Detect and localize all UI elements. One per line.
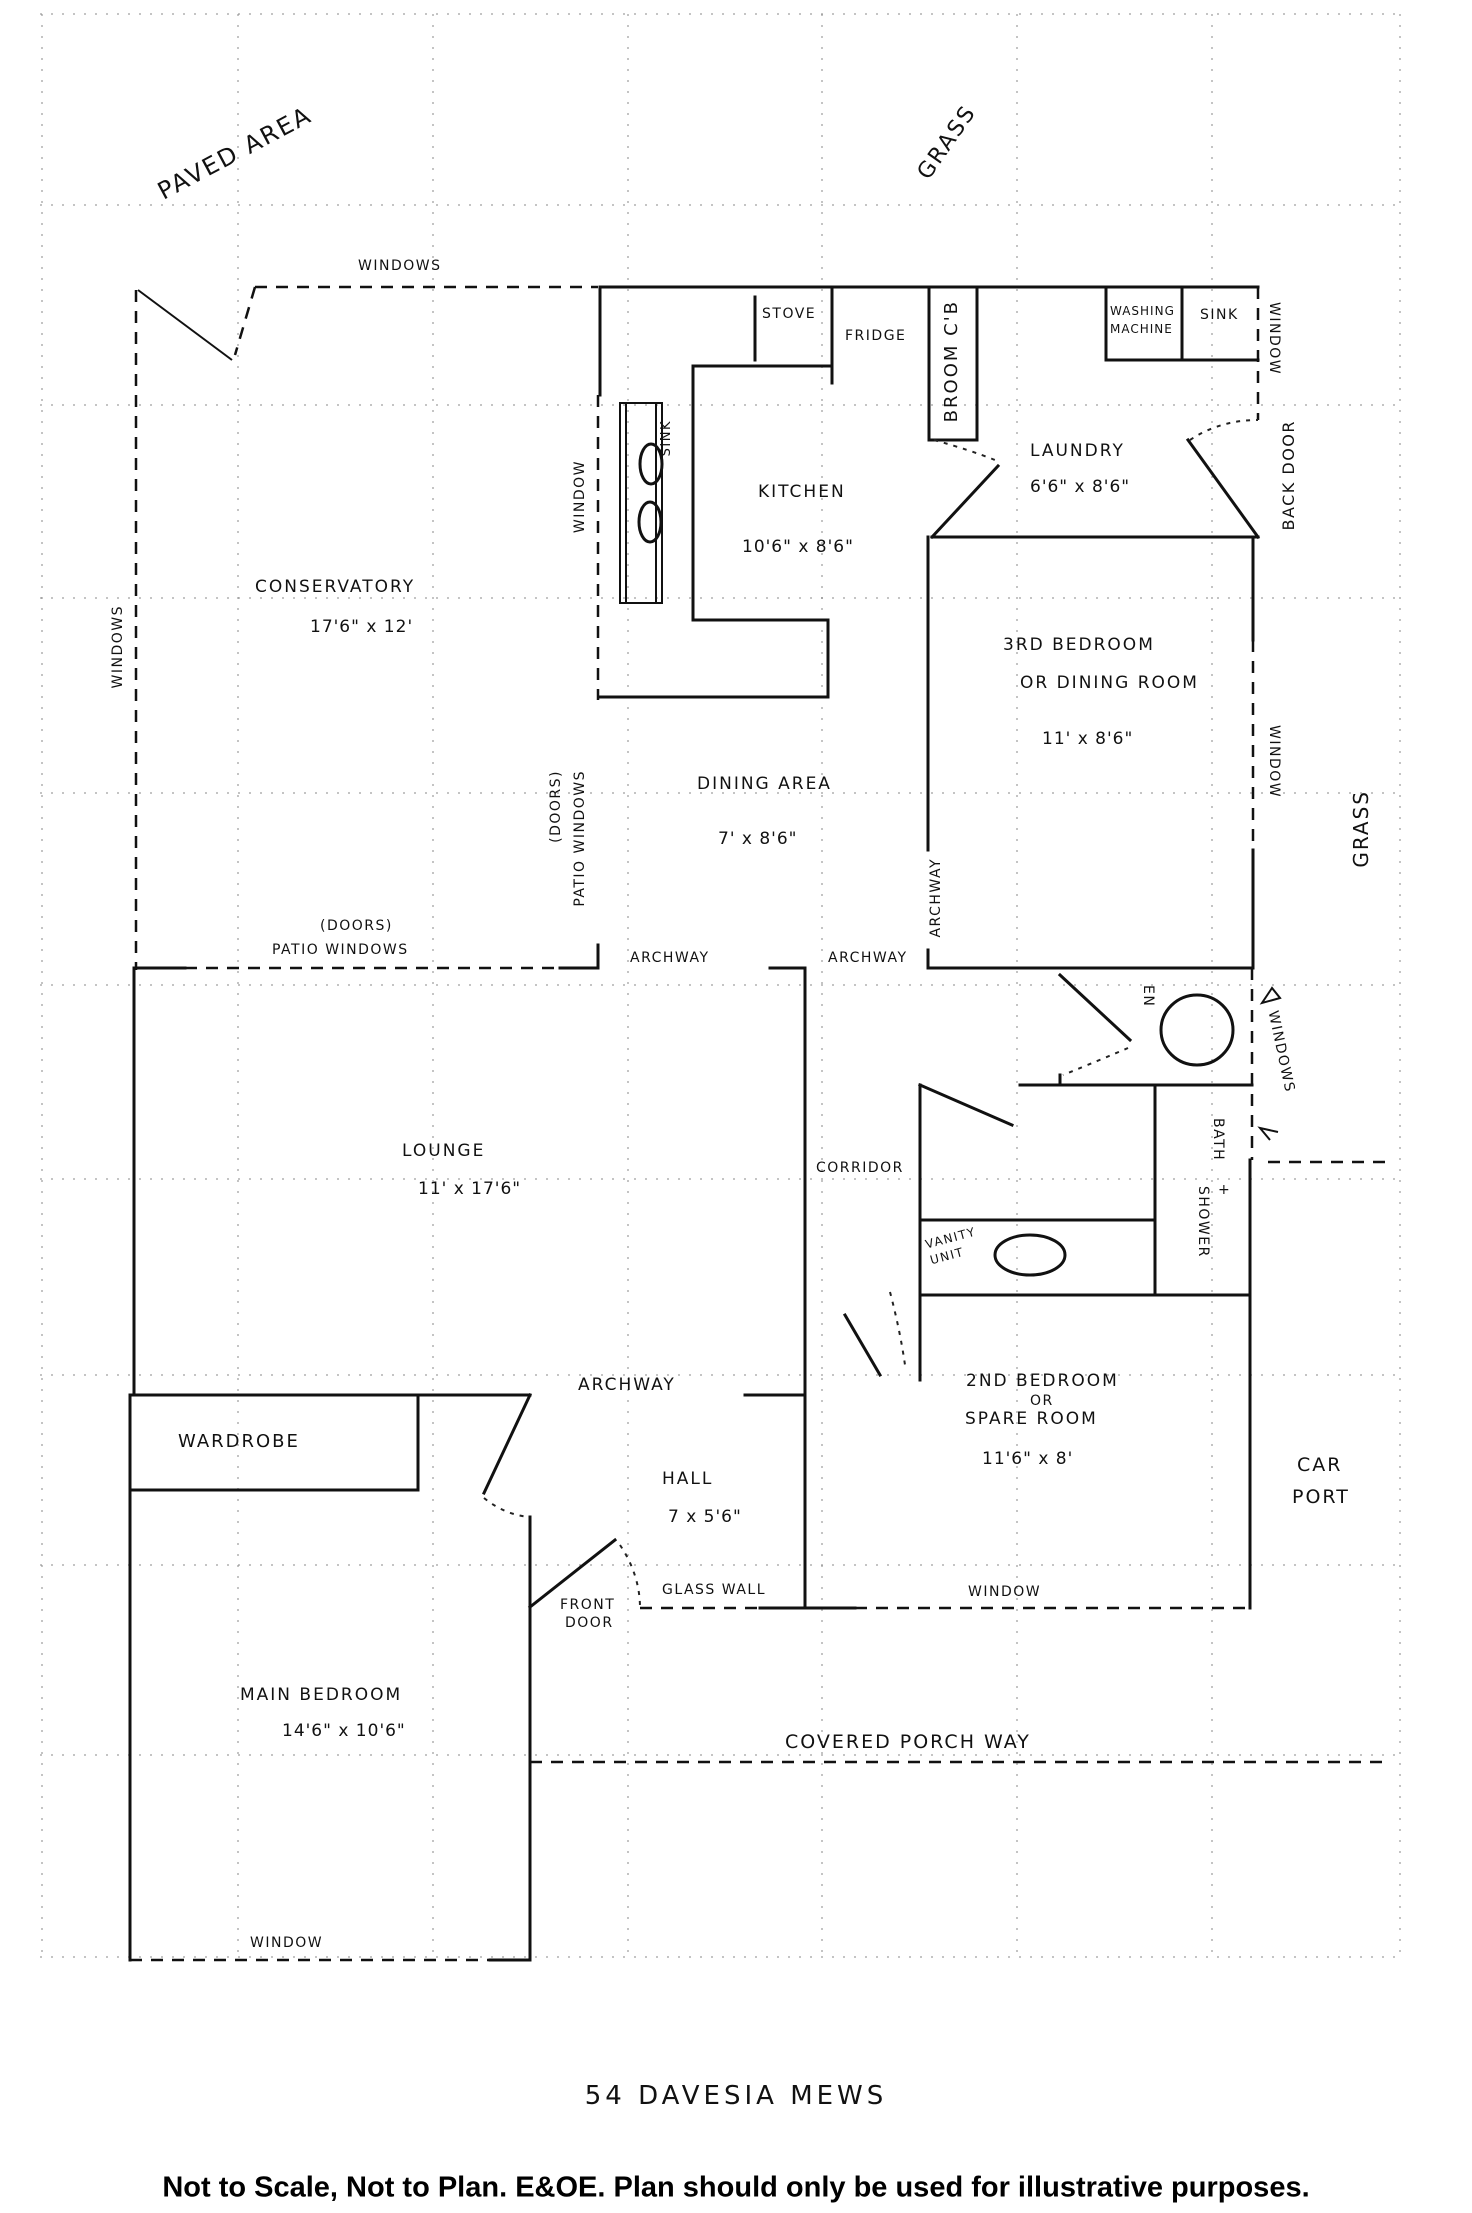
bedroom2-size: 11'6" x 8' (982, 1449, 1074, 1469)
conservatory-outline (132, 285, 598, 1397)
patio-windows-line (132, 943, 807, 1382)
main-bedroom-size: 14'6" x 10'6" (282, 1721, 406, 1741)
archway-dining-label: ARCHWAY (630, 950, 710, 966)
laundry-size: 6'6" x 8'6" (1030, 477, 1131, 497)
glass-wall-label: GLASS WALL (662, 1582, 767, 1598)
windows-top-label: WINDOWS (358, 258, 442, 274)
fridge-label: FRIDGE (845, 328, 907, 344)
kitchen-name: KITCHEN (758, 482, 846, 502)
shower-label: SHOWER (1195, 1186, 1212, 1258)
archway-bedroom3-label: ARCHWAY (928, 858, 944, 938)
laundry-name: LAUNDRY (1030, 441, 1125, 461)
archway-dining-2-label: ARCHWAY (828, 950, 908, 966)
broom-cupboard-label: BROOM C'B (941, 300, 962, 423)
hall-name: HALL (662, 1469, 714, 1489)
main-bedroom-window-label: WINDOW (250, 1935, 324, 1951)
disclaimer-text: Not to Scale, Not to Plan. E&OE. Plan sh… (162, 2171, 1310, 2204)
patio-windows-vertical-label: PATIO WINDOWS (572, 770, 588, 907)
hall-size: 7 x 5'6" (668, 1507, 742, 1527)
conservatory-name: CONSERVATORY (255, 577, 416, 597)
front-door-label-1: FRONT (560, 1597, 616, 1613)
covered-porch-label: COVERED PORCH WAY (785, 1731, 1031, 1753)
background-grid (40, 13, 1401, 1958)
bedroom3-window-label: WINDOW (1266, 725, 1283, 799)
stove-label: STOVE (762, 306, 817, 322)
dining-area-size: 7' x 8'6" (718, 829, 798, 849)
windows-left-label: WINDOWS (110, 605, 126, 689)
back-door-label: BACK DOOR (1279, 420, 1298, 531)
kitchen-walls (596, 285, 1261, 700)
patio-windows-label: PATIO WINDOWS (272, 942, 409, 958)
dining-area-name: DINING AREA (697, 774, 832, 794)
kitchen-window-label: WINDOW (572, 460, 588, 534)
bedroom3-name: 3RD BEDROOM (1003, 635, 1155, 655)
wardrobe-label: WARDROBE (178, 1431, 300, 1452)
laundry-window-label: WINDOW (1266, 302, 1283, 376)
bedroom2-or: OR (1030, 1393, 1054, 1409)
patio-doors-vertical-label: (DOORS) (548, 770, 564, 843)
lounge-name: LOUNGE (402, 1141, 486, 1161)
ensuite-label: EN (1140, 985, 1157, 1008)
car-port-label-2: PORT (1292, 1486, 1350, 1508)
bedroom3-name-2: OR DINING ROOM (1020, 673, 1199, 693)
address-label: 54 DAVESIA MEWS (584, 2081, 888, 2111)
archway-hall-label: ARCHWAY (578, 1375, 676, 1395)
car-port-label-1: CAR (1297, 1454, 1343, 1476)
front-door-label-2: DOOR (565, 1615, 614, 1631)
conservatory-size: 17'6" x 12' (310, 617, 414, 637)
patio-doors-label: (DOORS) (320, 918, 393, 934)
porch-and-bedroom (130, 1760, 1385, 1962)
corridor-name: CORRIDOR (816, 1160, 904, 1176)
kitchen-sink-label: SINK (659, 420, 674, 457)
bedroom2-name: 2ND BEDROOM (966, 1371, 1119, 1391)
bath-label: BATH (1210, 1118, 1227, 1162)
laundry-sink-label: SINK (1200, 307, 1239, 323)
kitchen-size: 10'6" x 8'6" (742, 537, 854, 557)
bedroom2-window-label: WINDOW (968, 1584, 1042, 1600)
grass-right-label: GRASS (1349, 790, 1373, 868)
washing-machine-label-2: MACHINE (1110, 322, 1173, 336)
bathroom-walls (842, 968, 1385, 1602)
main-bedroom-name: MAIN BEDROOM (240, 1685, 403, 1705)
bedroom2-walls (803, 1598, 1252, 1610)
bedroom3-size: 11' x 8'6" (1042, 729, 1134, 749)
bedroom2-name-2: SPARE ROOM (965, 1409, 1098, 1429)
bath-plus-label: + (1218, 1182, 1232, 1198)
lounge-size: 11' x 17'6" (418, 1179, 522, 1199)
bedroom3-walls (926, 535, 1255, 970)
washing-machine-label-1: WASHING (1110, 304, 1175, 318)
lounge-hall-walls (128, 1378, 807, 1962)
